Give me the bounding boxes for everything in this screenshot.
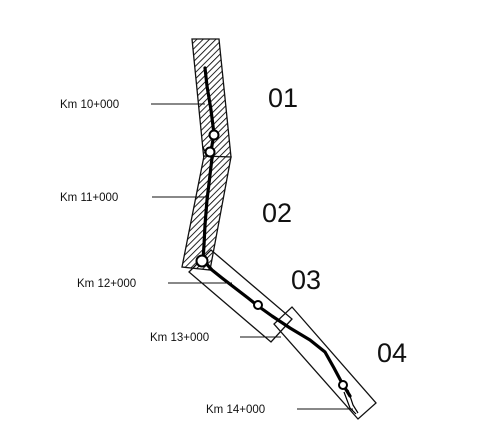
section-02-label: 02 <box>262 198 292 228</box>
junction-node <box>338 380 348 390</box>
road-alignment <box>201 66 352 398</box>
section-03-area <box>188 249 293 343</box>
km-14-label: Km 14+000 <box>206 404 265 416</box>
junction-node <box>253 300 263 310</box>
junction-node <box>195 254 209 268</box>
km-12-label: Km 12+000 <box>77 278 136 290</box>
section-03-label: 03 <box>291 265 321 295</box>
section-01-label: 01 <box>268 83 298 113</box>
km-13-label: Km 13+000 <box>150 332 209 344</box>
junction-node <box>208 129 220 141</box>
km-10-label: Km 10+000 <box>60 99 119 111</box>
section-04-label: 04 <box>377 338 407 368</box>
junction-node <box>204 146 216 158</box>
km-11-label: Km 11+000 <box>60 192 118 204</box>
road-branch-2 <box>343 391 357 415</box>
section-04-area <box>273 306 377 420</box>
road-branch <box>347 389 359 414</box>
